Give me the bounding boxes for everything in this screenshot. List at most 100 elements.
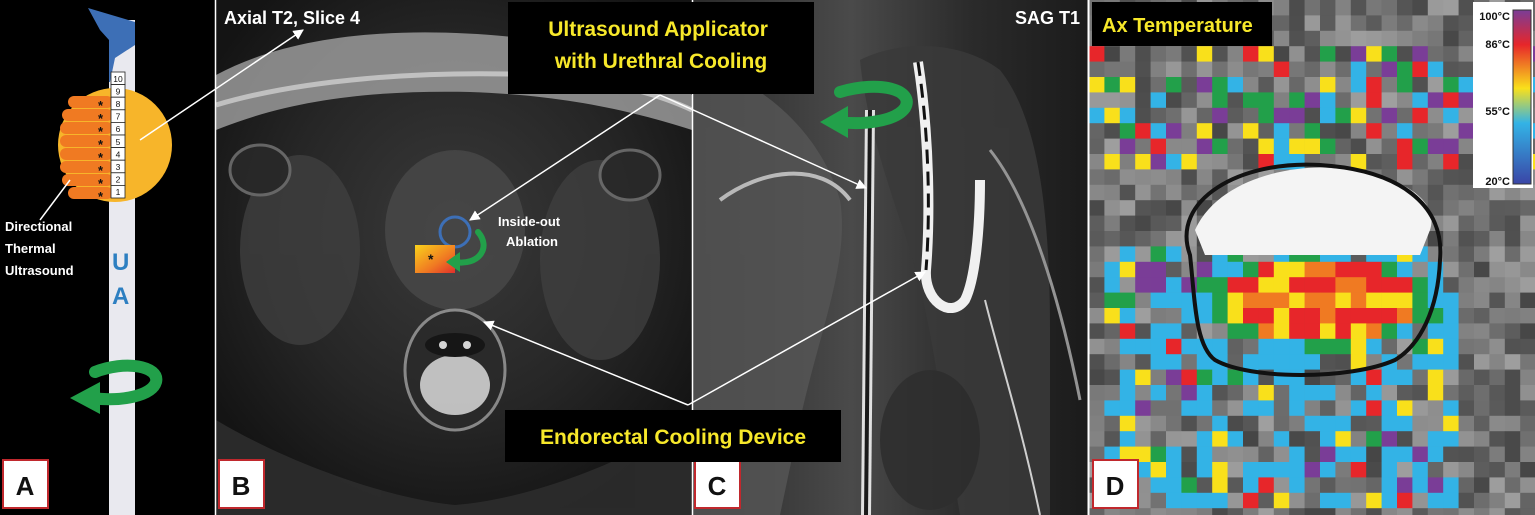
temperature-pixel [1243,385,1259,401]
temperature-pixel [1320,0,1336,16]
temperature-pixel [1320,277,1336,293]
temperature-pixel [1196,77,1213,93]
temperature-pixel [1489,462,1506,478]
temperature-pixel [1135,431,1151,447]
temperature-pixel [1350,369,1367,386]
temperature-pixel [1289,138,1305,155]
temperature-pixel [1443,0,1459,16]
temperature-pixel [1504,308,1521,324]
temperature-pixel [1104,369,1121,386]
temperature-pixel [1243,138,1259,155]
temperature-pixel [1474,338,1490,355]
temperature-pixel [1289,277,1305,293]
temperature-pixel [1289,354,1305,370]
temperature-pixel [1474,246,1490,263]
temperature-pixel [1119,231,1136,247]
temperature-pixel [1381,369,1398,386]
temperature-pixel [1166,184,1182,201]
directional-thermal-ultrasound-label: Directional Thermal Ultrasound [5,219,76,278]
temperature-pixel [1119,369,1136,386]
temperature-pixel [1227,92,1244,109]
temperature-pixel [1366,277,1382,293]
temperature-pixel [1089,354,1105,370]
temperature-pixel [1443,77,1459,93]
temperature-pixel [1150,338,1167,355]
temperature-pixel [1474,354,1490,370]
temperature-pixel [1443,61,1459,78]
temperature-pixel [1381,338,1398,355]
temperature-pixel [1227,261,1244,278]
temperature-pixel [1427,15,1444,32]
temperature-pixel [1258,385,1275,401]
temperature-pixel [1520,400,1535,417]
temperature-pixel [1089,369,1105,386]
temperature-pixel [1458,92,1475,109]
temperature-pixel [1350,338,1367,355]
temperature-pixel [1196,169,1213,186]
temperature-pixel [1335,462,1352,478]
temperature-pixel [1427,46,1444,62]
temperature-pixel [1089,323,1105,340]
temperature-pixel [1397,277,1413,293]
temperature-pixel [1089,46,1105,62]
temperature-pixel [1504,231,1521,247]
temperature-pixel [1135,446,1151,463]
temperature-pixel [1119,292,1136,309]
temperature-pixel [1289,415,1305,432]
temperature-pixel [1520,308,1535,324]
temperature-pixel [1089,231,1105,247]
temperature-pixel [1166,431,1182,447]
temperature-pixel [1227,492,1244,509]
temperature-pixel [1320,323,1336,340]
temperature-pixel [1520,415,1535,432]
temperature-pixel [1335,277,1352,293]
temperature-pixel [1135,477,1151,494]
temperature-pixel [1119,154,1136,170]
temperature-pixel [1350,415,1367,432]
temperature-pixel [1243,107,1259,124]
temperature-pixel [1227,61,1244,78]
temperature-pixel [1212,446,1228,463]
temperature-pixel [1397,0,1413,16]
temperature-pixel [1166,492,1182,509]
temperature-pixel [1119,385,1136,401]
temperature-pixel [1135,107,1151,124]
temperature-pixel [1366,261,1382,278]
temperature-pixel [1397,292,1413,309]
temperature-pixel [1150,277,1167,293]
temperature-pixel [1458,154,1475,170]
temperature-pixel [1443,446,1459,463]
temperature-pixel [1104,261,1121,278]
temperature-pixel [1304,277,1321,293]
temperature-pixel [1381,0,1398,16]
temperature-pixel [1474,462,1490,478]
panel-b-title: Axial T2, Slice 4 [224,8,360,28]
temperature-pixel [1397,123,1413,139]
temperature-pixel [1520,385,1535,401]
temperature-pixel [1089,446,1105,463]
temperature-pixel [1427,30,1444,47]
temperature-pixel [1320,77,1336,93]
temperature-pixel [1443,15,1459,32]
temperature-pixel [1166,308,1182,324]
temperature-pixel [1166,323,1182,340]
temperature-pixel [1489,184,1506,201]
b-ablation-zone [415,245,455,273]
temperature-scale: 100°C 86°C 55°C 20°C [1473,2,1533,188]
beam-segments [60,96,113,199]
temperature-pixel [1320,123,1336,139]
temperature-pixel [1166,446,1182,463]
temperature-pixel [1212,261,1228,278]
temperature-pixel [1289,492,1305,509]
temperature-pixel [1104,508,1121,515]
temperature-pixel [1150,246,1167,263]
temperature-pixel [1504,354,1521,370]
temperature-pixel [1181,492,1198,509]
temperature-pixel [1350,308,1367,324]
temperature-pixel [1474,369,1490,386]
svg-text:*: * [98,150,104,165]
temperature-pixel [1458,200,1475,216]
temperature-pixel [1289,446,1305,463]
temperature-pixel [1350,261,1367,278]
temperature-pixel [1166,508,1182,515]
